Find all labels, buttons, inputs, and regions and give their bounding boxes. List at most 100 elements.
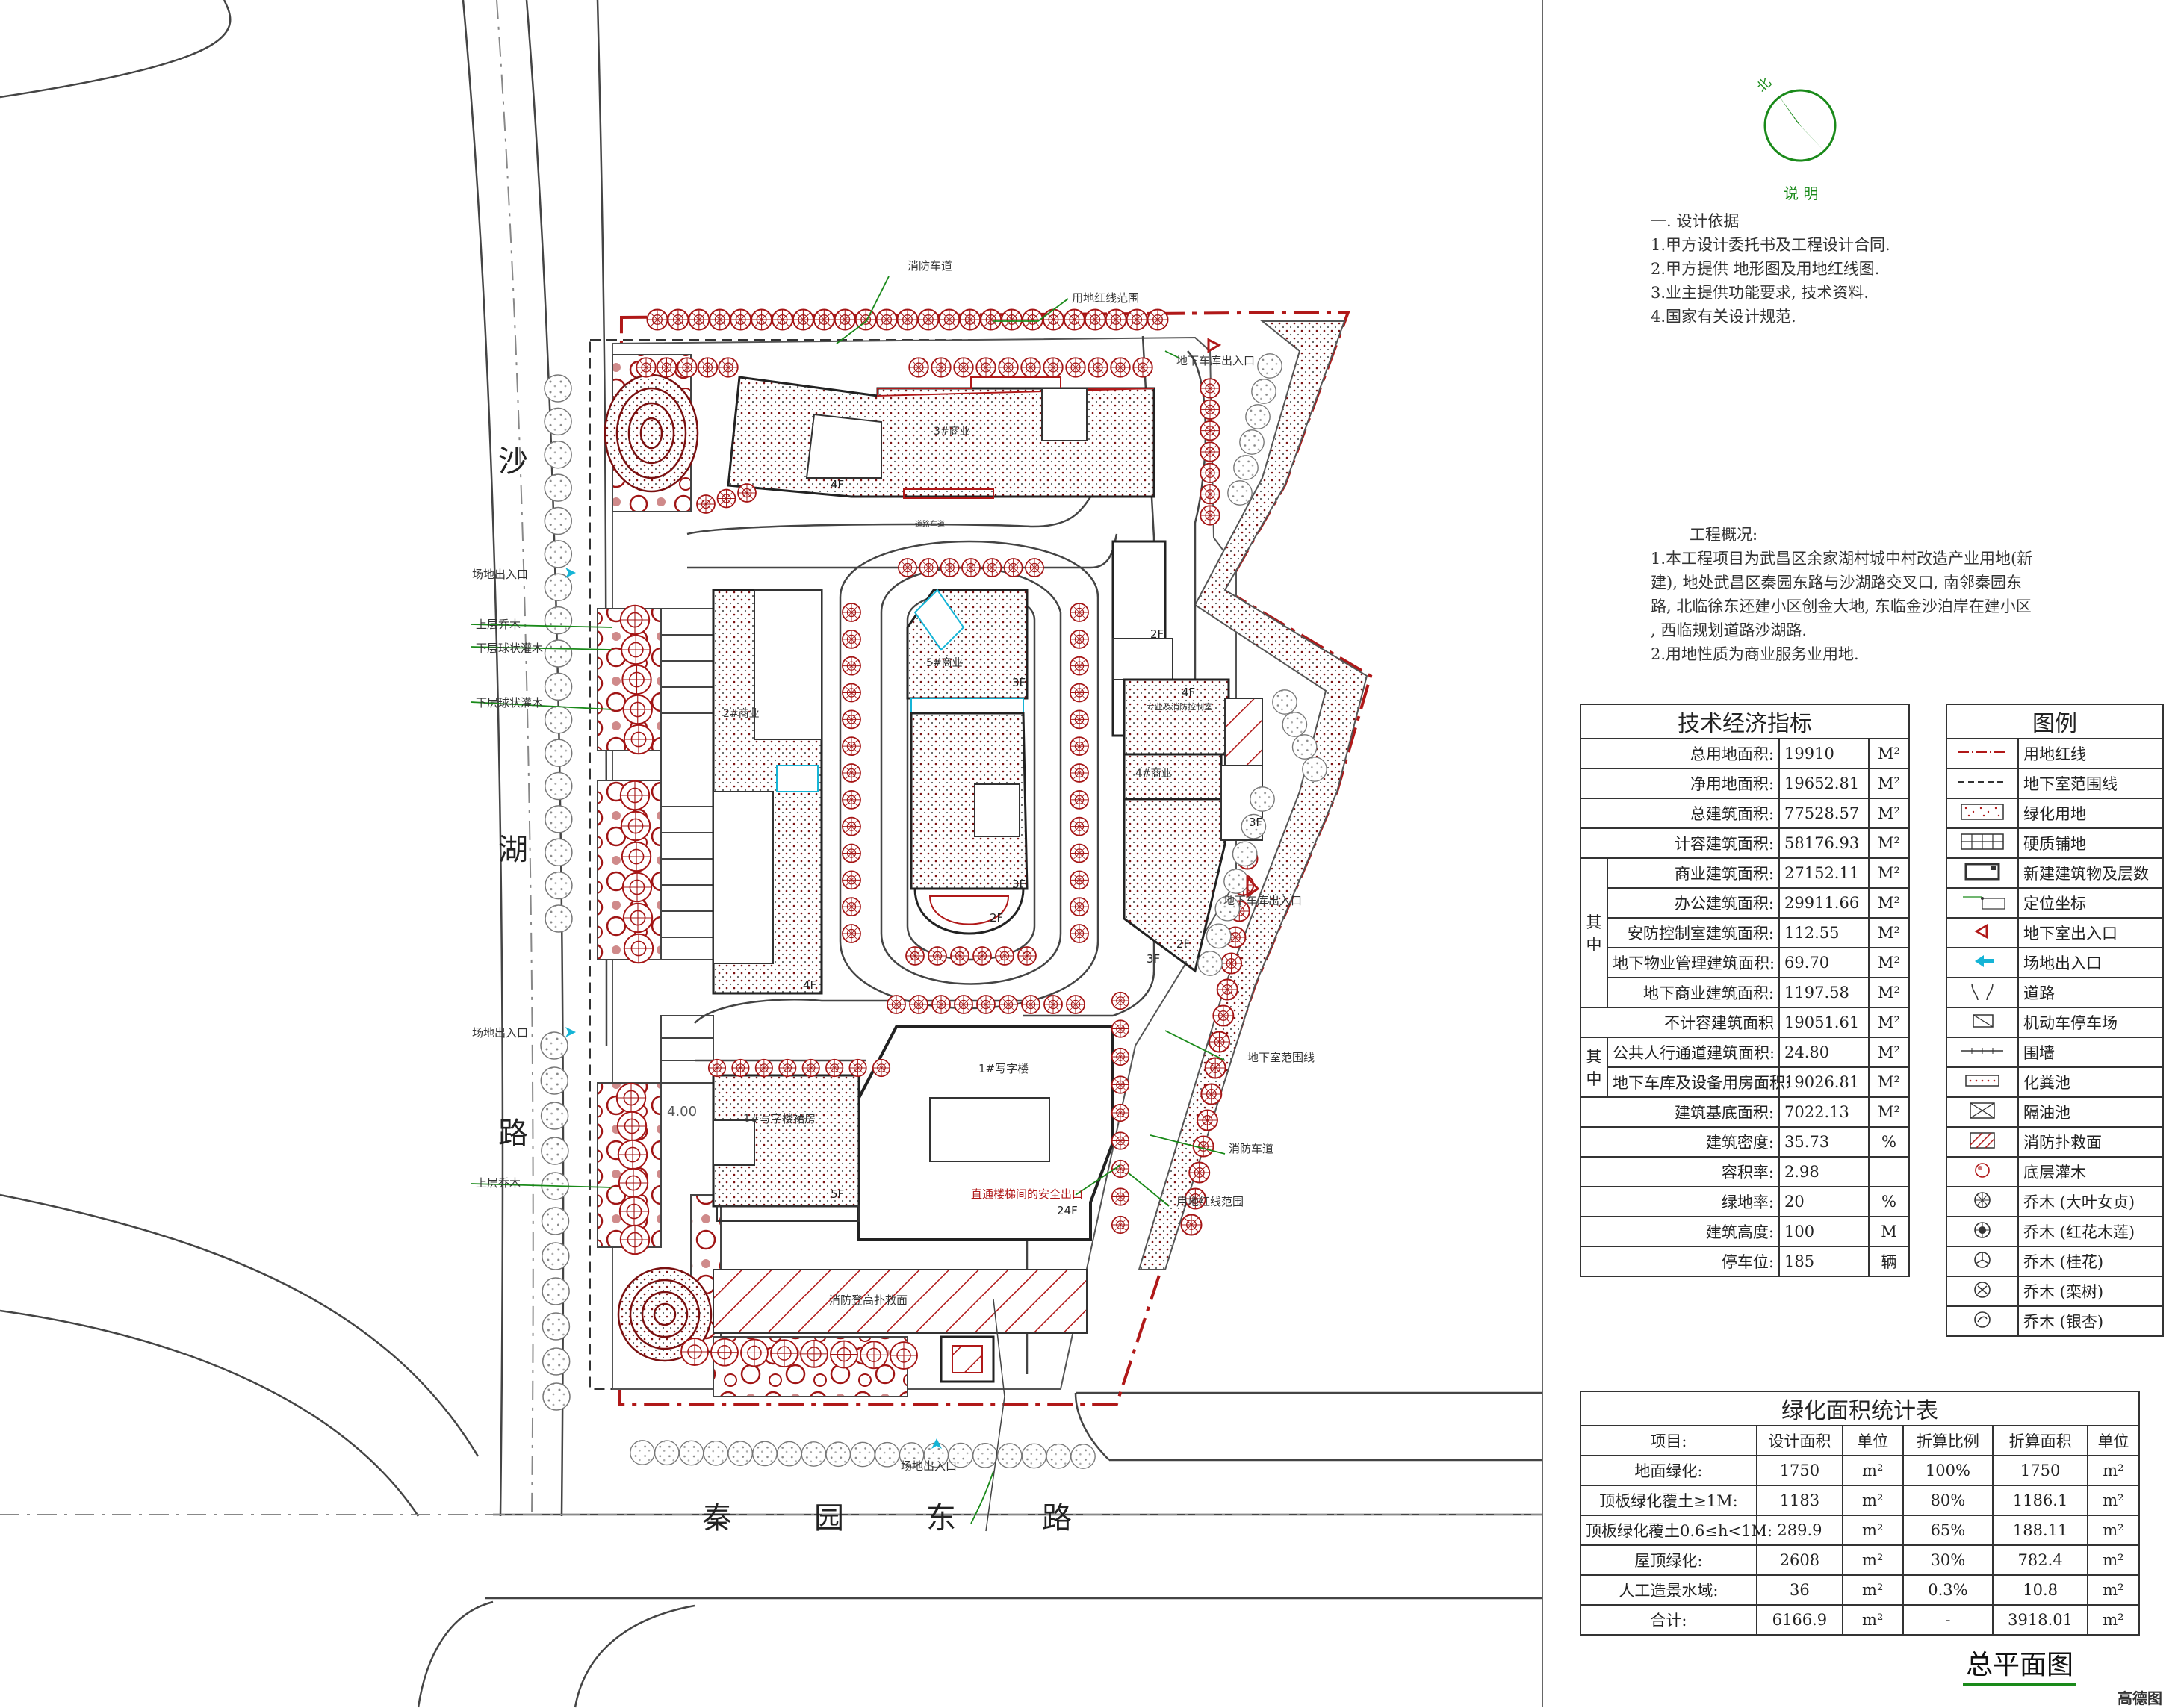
legend-row: 乔木 (红花木莲) (1946, 1216, 2164, 1247)
indicator-unit: M² (1868, 1037, 1910, 1068)
plan-tree (842, 656, 861, 676)
legend-row: 化粪池 (1946, 1066, 2164, 1098)
legend-label: 新建建筑物及层数 (2017, 857, 2164, 889)
greening-cell: 1183 (1755, 1485, 1843, 1516)
north-arrow-circle (1763, 89, 1837, 162)
plan-tree (948, 1442, 973, 1468)
plan-tree (813, 308, 835, 331)
overview-line: 1.本工程项目为武昌区余家湖村城中村改造产业用地(新 (1651, 550, 2033, 568)
indicator-value: 7022.13 (1778, 1096, 1870, 1128)
plan-tree (617, 1139, 648, 1170)
plan-tree (718, 357, 739, 378)
indicator-unit: M² (1868, 977, 1910, 1008)
plan-tree (842, 763, 861, 783)
greening-cell: 782.4 (1992, 1544, 2088, 1576)
plan-tree (801, 1441, 827, 1467)
legend-label: 场地出入口 (2017, 947, 2164, 978)
indicator-value: 112.55 (1778, 917, 1870, 948)
legend-row: 消防扑救面 (1946, 1126, 2164, 1158)
indicator-name: 建筑基底面积: (1580, 1096, 1780, 1128)
legend-label: 地下室出入口 (2017, 917, 2164, 948)
plan-tree (953, 357, 974, 378)
indicator-name: 总建筑面积: (1580, 798, 1780, 829)
plan-tree (1001, 308, 1023, 331)
plan-tree (1111, 1103, 1130, 1122)
plan-tree (1070, 924, 1089, 943)
plan-tree (542, 1242, 570, 1270)
indicator-unit: M² (1868, 738, 1910, 769)
plan-tree (917, 308, 940, 331)
plan-tree (1272, 689, 1297, 715)
plan-tree (707, 1058, 727, 1078)
legend-label: 隔油池 (2017, 1096, 2164, 1128)
legend-row: 乔木 (栾树) (1946, 1276, 2164, 1307)
legend-label: 绿化用地 (2017, 798, 2164, 829)
plan-tree (545, 904, 573, 933)
legend-label: 乔木 (红花木莲) (2017, 1216, 2164, 1247)
building-3-commercial (727, 376, 1155, 499)
plan-tree (751, 308, 773, 331)
legend-row: 底层灌木 (1946, 1156, 2164, 1187)
indicator-value: 19652.81 (1778, 768, 1870, 799)
plan-tree (716, 488, 736, 509)
legend-symbol-tree1-icon (1946, 1186, 2019, 1217)
plan-tree (623, 933, 654, 964)
plan-tree (776, 1441, 802, 1467)
plan-tree (710, 1338, 739, 1367)
indicator-name: 公共人行通道建筑面积: (1607, 1037, 1780, 1068)
greening-cell: 10.8 (1992, 1574, 2088, 1606)
indicator-value: 58176.93 (1778, 827, 1870, 859)
indicator-unit: M² (1868, 917, 1910, 948)
greening-cell: m² (1841, 1544, 1904, 1576)
greening-cell: 人工造景水域: (1580, 1574, 1757, 1606)
plan-tree (898, 558, 917, 577)
indicator-unit: % (1868, 1126, 1910, 1158)
plan-tree (825, 1058, 844, 1078)
legend-symbol-tree2-icon (1946, 1216, 2019, 1247)
plan-tree (1220, 952, 1243, 975)
plan-tree (544, 540, 573, 568)
indicator-value: 29911.66 (1778, 887, 1870, 919)
plan-tree (656, 357, 677, 378)
plan-tree (842, 897, 861, 917)
legend-label: 乔木 (银杏) (2017, 1305, 2164, 1337)
plan-tree (1216, 978, 1238, 1001)
plan-tree (1282, 712, 1308, 737)
indicator-name: 净用地面积: (1580, 768, 1780, 799)
greening-cell: m² (2086, 1455, 2141, 1486)
site-entrance-arrows (565, 568, 942, 1449)
plan-tree (542, 1277, 570, 1305)
greening-cell: m² (2086, 1485, 2141, 1516)
legend-label: 机动车停车场 (2017, 1007, 2164, 1038)
indicator-name: 地下车库及设备用房面积: (1607, 1066, 1790, 1098)
plan-tree (1302, 757, 1327, 782)
plan-tree (850, 1441, 875, 1468)
plan-tree (896, 308, 919, 331)
plan-tree (1126, 308, 1148, 331)
plan-tree (1111, 1047, 1130, 1066)
plan-tree (678, 1440, 704, 1466)
plan-tree (931, 357, 952, 378)
plan-tree (1025, 558, 1044, 577)
plan-tree (1020, 357, 1041, 378)
plan-tree (1070, 763, 1089, 783)
plan-tree (615, 1082, 647, 1114)
greening-cell: 289.9 (1755, 1515, 1843, 1546)
plan-tree (1223, 869, 1249, 894)
plan-tree (778, 1058, 797, 1078)
plan-tree (1200, 420, 1220, 441)
indicator-value: 77528.57 (1778, 798, 1870, 829)
indicator-row: 容积率:2.98 (1580, 1156, 1910, 1187)
indicator-value: 2.98 (1778, 1156, 1870, 1187)
plan-tree (621, 872, 653, 903)
plan-tree (545, 871, 573, 900)
greening-cell: m² (2086, 1515, 2141, 1546)
plan-tree (1065, 357, 1086, 378)
plan-tree (1066, 995, 1085, 1014)
overview-heading: 工程概况: (1690, 526, 1758, 544)
